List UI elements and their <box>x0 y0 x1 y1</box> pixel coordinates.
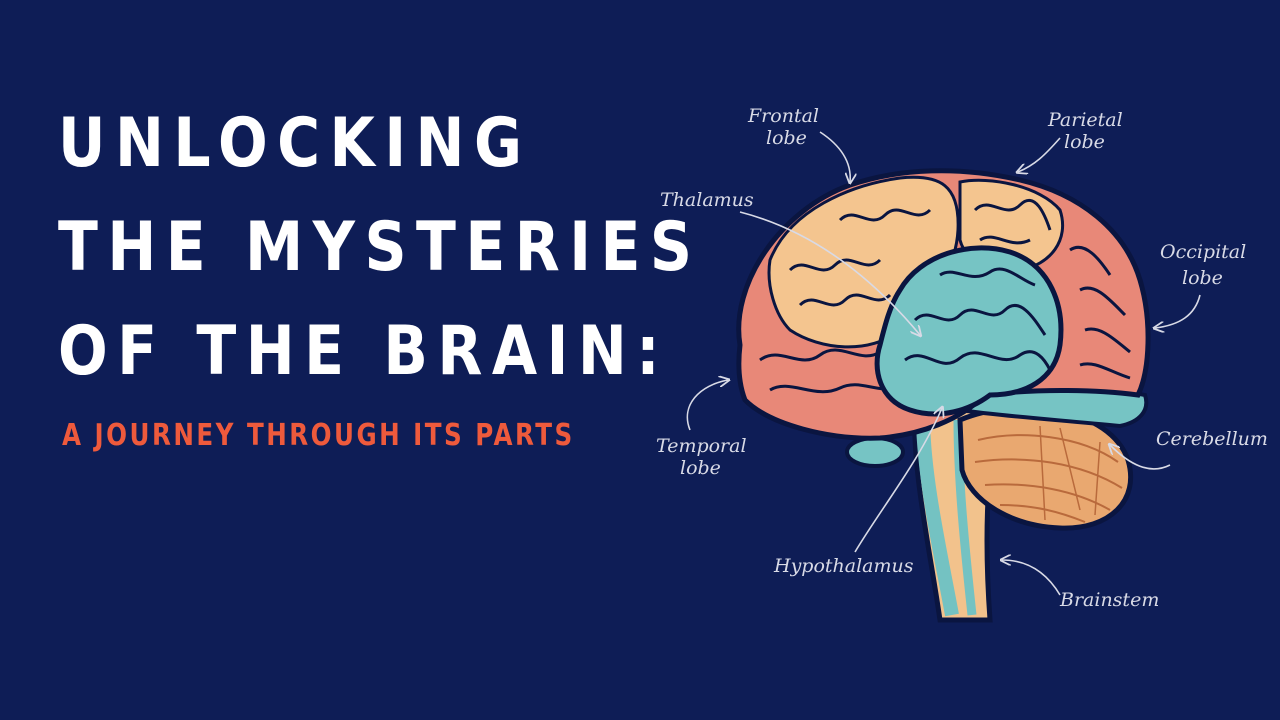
cerebellum-shape <box>957 405 1134 531</box>
arrow-occipital <box>1155 294 1201 328</box>
arrow-frontal <box>819 131 850 182</box>
label-temporal-line-2: lobe <box>680 457 721 479</box>
title-line-3: OF THE BRAIN: <box>58 312 670 391</box>
subtitle: A JOURNEY THROUGH ITS PARTS <box>62 418 575 453</box>
arrow-cerebellum <box>1110 445 1171 470</box>
label-occipital-line-2: lobe <box>1182 267 1223 289</box>
title-line-1: UNLOCKING <box>58 104 532 183</box>
label-hypothalamus: Hypothalamus <box>773 555 914 577</box>
arrow-thalamus <box>739 211 920 335</box>
label-temporal-line-1: Temporal <box>656 435 747 457</box>
arrow-brainstem <box>1002 560 1061 596</box>
label-brainstem: Brainstem <box>1059 589 1159 611</box>
arrow-parietal <box>1018 137 1061 172</box>
label-frontal-line-2: lobe <box>766 127 807 149</box>
title-block: UNLOCKING THE MYSTERIES OF THE BRAIN: <box>58 92 702 404</box>
label-parietal-line-2: lobe <box>1064 131 1105 153</box>
arrow-temporal <box>686 380 728 431</box>
label-frontal-line-1: Frontal <box>747 105 819 127</box>
label-parietal-line-1: Parietal <box>1047 109 1123 131</box>
limbic-shape <box>874 245 1064 417</box>
temporal-bump <box>845 436 905 468</box>
brain-diagram: Frontal lobe Parietal lobe Thalamus Occi… <box>640 90 1270 630</box>
brain-diagram-svg: Frontal lobe Parietal lobe Thalamus Occi… <box>656 105 1268 623</box>
label-thalamus: Thalamus <box>660 189 754 211</box>
arrow-hypothalamus <box>854 408 942 553</box>
label-occipital-line-1: Occipital <box>1160 241 1246 263</box>
title-line-2: THE MYSTERIES <box>58 208 702 287</box>
label-cerebellum: Cerebellum <box>1156 428 1268 450</box>
